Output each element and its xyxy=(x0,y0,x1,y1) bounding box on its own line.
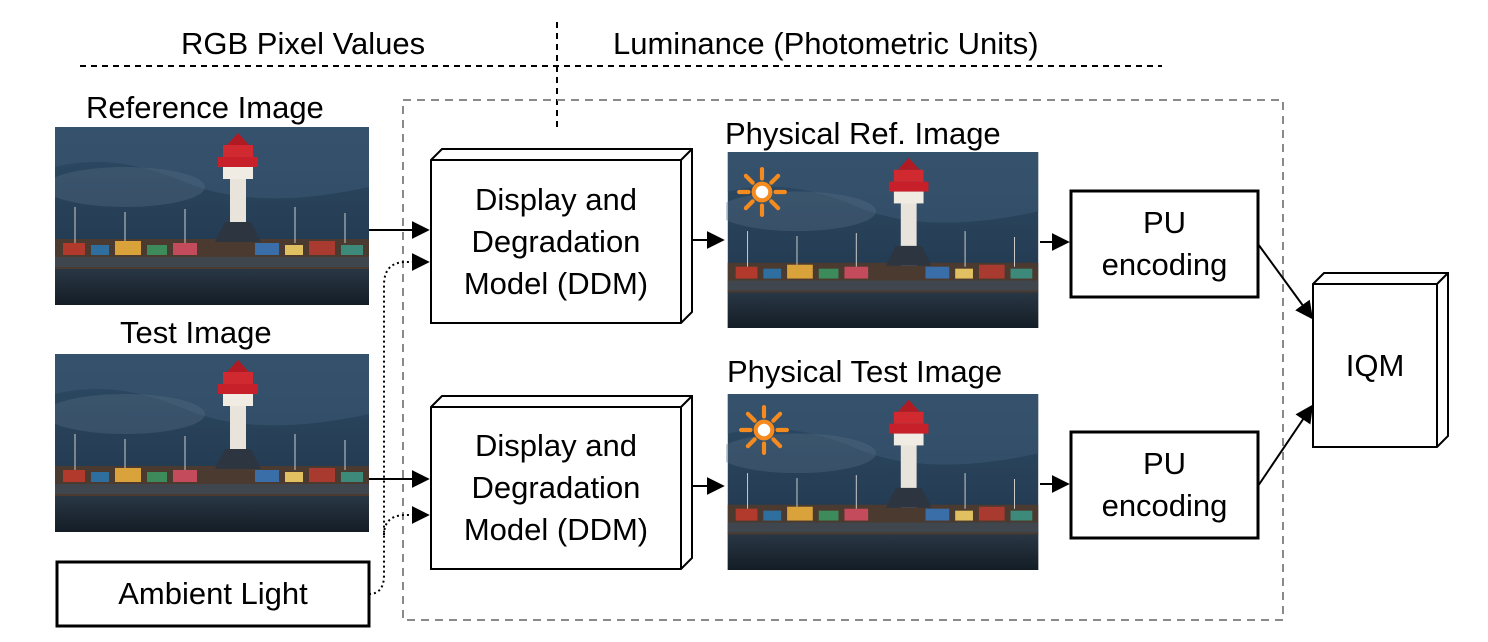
sun-icon xyxy=(741,407,787,453)
rgb-pixel-values-label: RGB Pixel Values xyxy=(181,26,426,61)
physical-ref-image-label: Physical Ref. Image xyxy=(725,116,1001,151)
ddm-bottom-box xyxy=(430,395,693,570)
test-image-label: Test Image xyxy=(120,315,272,350)
ddm-bottom-label: Display and Degradation Model (DDM) xyxy=(463,428,649,547)
pu-bottom-label: PU encoding xyxy=(1101,446,1228,523)
iqm-label: IQM xyxy=(1345,347,1405,383)
sun-icon xyxy=(739,169,785,215)
reference-image xyxy=(55,127,369,305)
arrow-pu-top-to-iqm xyxy=(1257,243,1314,320)
physical-test-image-label: Physical Test Image xyxy=(727,354,1003,389)
physical-ref-image xyxy=(726,152,1039,328)
ambient-light-label: Ambient Light xyxy=(118,576,308,611)
arrow-ambient-to-ddm-top xyxy=(368,253,430,595)
luminance-label: Luminance (Photometric Units) xyxy=(613,26,1039,61)
physical-test-image xyxy=(726,394,1039,570)
ddm-top-label: Display and Degradation Model (DDM) xyxy=(463,181,649,301)
reference-image-label: Reference Image xyxy=(86,90,324,125)
iqm-box xyxy=(1312,272,1449,448)
pu-top-label: PU encoding xyxy=(1101,205,1228,282)
test-image xyxy=(55,354,369,532)
photometric-frame xyxy=(402,99,1284,621)
arrow-ambient-to-ddm-bottom xyxy=(383,506,430,536)
arrow-pu-bottom-to-iqm xyxy=(1257,404,1314,487)
ddm-top-box xyxy=(430,148,693,324)
